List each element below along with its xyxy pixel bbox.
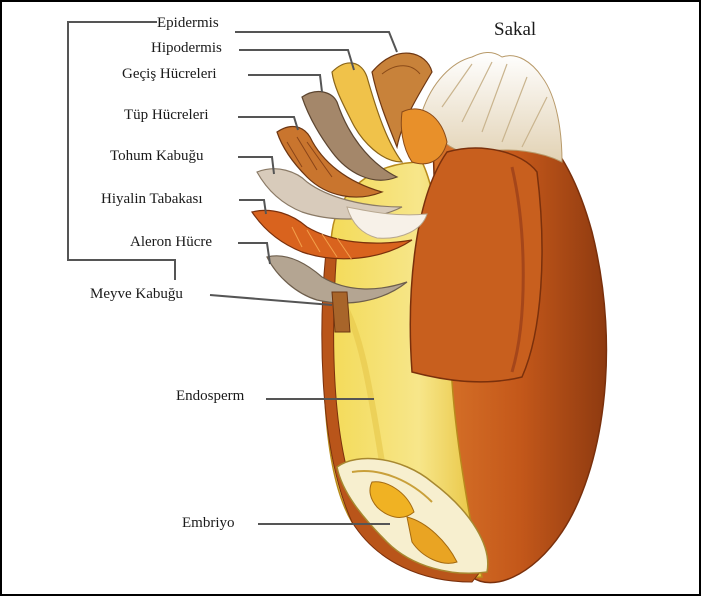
label-meyve-kabugu: Meyve Kabuğu <box>90 285 183 303</box>
label-epidermis: Epidermis <box>157 14 219 32</box>
label-sakal: Sakal <box>494 19 536 41</box>
label-hipodermis: Hipodermis <box>151 39 222 57</box>
label-aleron-hucre: Aleron Hücre <box>130 233 212 251</box>
label-gecis-hucreleri: Geçiş Hücreleri <box>122 65 217 83</box>
label-hiyalin-tabakasi: Hiyalin Tabakası <box>101 190 203 208</box>
label-tohum-kabugu: Tohum Kabuğu <box>110 147 204 165</box>
label-embriyo: Embriyo <box>182 514 235 532</box>
label-endosperm: Endosperm <box>176 387 244 405</box>
label-tup-hucreleri: Tüp Hücreleri <box>124 106 209 124</box>
